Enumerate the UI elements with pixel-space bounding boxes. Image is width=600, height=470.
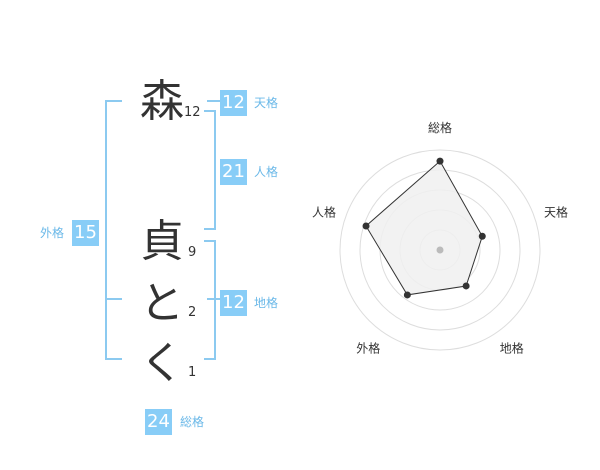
gaikaku-bracket [105, 100, 122, 360]
radar-point-5 [362, 222, 370, 230]
gaikaku-badge: 15 [72, 220, 99, 246]
stroke-count-3: 2 [188, 305, 197, 320]
tenkaku-badge: 12 [220, 90, 247, 116]
soukaku-badge: 24 [145, 409, 172, 435]
name-char-1: 森 [140, 76, 184, 127]
radar-point-2 [478, 232, 486, 240]
chikaku-bracket [204, 240, 216, 360]
radar-point-1 [436, 157, 444, 165]
radar-axis-label-3: 地格 [500, 341, 524, 356]
name-char-3: と [140, 278, 184, 329]
radar-axis-label-2: 天格 [544, 204, 568, 219]
jinkaku-bracket [204, 110, 216, 230]
chikaku-label: 地格 [254, 296, 279, 310]
chikaku-badge: 12 [220, 290, 247, 316]
radar-axis-label-1: 総格 [428, 120, 452, 135]
jinkaku-label: 人格 [254, 165, 279, 179]
name-char-4: く [140, 338, 184, 389]
radar-grid-ring [339, 149, 541, 351]
radar-point-4 [403, 291, 411, 299]
radar-center-dot [436, 246, 444, 254]
chikaku-bracket-mid [207, 298, 220, 300]
name-char-2: 貞 [140, 216, 184, 267]
radar-axis-label-4: 外格 [356, 341, 380, 356]
soukaku-label: 総格 [180, 415, 205, 429]
stroke-count-2: 9 [188, 245, 197, 260]
tenkaku-bracket [207, 100, 220, 102]
jinkaku-badge: 21 [220, 159, 247, 185]
radar-axis-label-5: 人格 [312, 204, 336, 219]
gaikaku-label: 外格 [40, 226, 65, 240]
stroke-count-4: 1 [188, 365, 197, 380]
tenkaku-label: 天格 [254, 96, 279, 110]
radar-area [365, 160, 483, 296]
gaikaku-bracket-mid [105, 298, 122, 300]
stroke-count-1: 12 [184, 105, 201, 120]
radar-point-3 [462, 282, 470, 290]
